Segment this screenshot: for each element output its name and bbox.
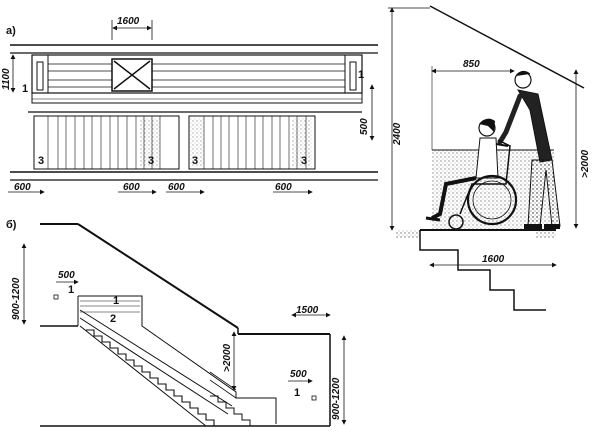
stair-slab-top: [77, 223, 239, 329]
wheelchair-frame: [459, 139, 511, 215]
ceiling-slope: [429, 5, 585, 89]
dim-b-left-width-label: 500: [58, 270, 75, 281]
mark-3-b: 3: [148, 155, 154, 167]
mark-1-right-b: 1: [294, 387, 300, 399]
dim-c-reach-label: 850: [463, 59, 480, 70]
dim-600-b-label: 600: [123, 182, 140, 193]
stringer-1: [79, 309, 233, 407]
mark-1-left: 1: [22, 83, 28, 95]
slat-box-left: [33, 115, 180, 170]
panel-b: б) 1 2 900-1200 500 1: [6, 219, 347, 427]
handrail-outline: [78, 295, 277, 424]
dim-1100-label: 1100: [1, 68, 12, 90]
mark-2-stair: 2: [110, 313, 116, 325]
dim-b-landing-label: 1500: [296, 305, 319, 316]
wheelchair-user: [425, 118, 518, 230]
dim-600-a-label: 600: [14, 182, 31, 193]
slat-section-left: 3 3: [33, 115, 180, 170]
slat-section-right: 3 3: [188, 115, 316, 170]
dim-b-headroom-label: >2000: [222, 343, 233, 372]
post-right: [349, 61, 357, 91]
stringer-3: [79, 325, 207, 427]
wheelchair-wheel: [466, 174, 518, 226]
dim-c-clear-label: >2000: [580, 149, 591, 178]
panel-a-tag: а): [6, 25, 16, 37]
panel-c: 2400 850 >2000: [388, 5, 591, 311]
person-arm: [497, 93, 523, 145]
mark-3-c: 3: [192, 155, 198, 167]
mark-1-stair: 1: [113, 295, 119, 307]
standing-person: [497, 70, 561, 229]
dim-c-landing-label: 1600: [482, 254, 505, 265]
dim-b-right-width-label: 500: [290, 369, 307, 380]
post-left: [36, 61, 44, 91]
mark-3-d: 3: [301, 155, 307, 167]
dim-500-label: 500: [359, 118, 370, 135]
stringer-2: [79, 317, 229, 415]
dim-600-c-label: 600: [168, 182, 185, 193]
mark-1-left-b: 1: [68, 284, 74, 296]
lift-cross-b: [113, 60, 151, 90]
stairs-down: [419, 230, 546, 311]
stair-steps-lower: [210, 395, 251, 426]
dim-1600-label: 1600: [117, 16, 140, 27]
dim-b-left-height-label: 900-1200: [11, 277, 22, 320]
dim-c-height-label: 2400: [392, 122, 403, 146]
mark-1-right: 1: [358, 69, 364, 81]
user-leg: [431, 176, 477, 220]
dim-b-right-height-label: 900-1200: [331, 377, 342, 420]
panel-a: а) 1 1 1600 1100 500: [1, 16, 378, 195]
stair-steps: [86, 329, 215, 426]
slat-box-right: [188, 115, 316, 170]
dim-600-d-label: 600: [275, 182, 292, 193]
mark-3-a: 3: [38, 155, 44, 167]
user-torso: [475, 137, 499, 179]
handrail-band: [31, 92, 363, 104]
panel-b-tag: б): [6, 219, 17, 231]
